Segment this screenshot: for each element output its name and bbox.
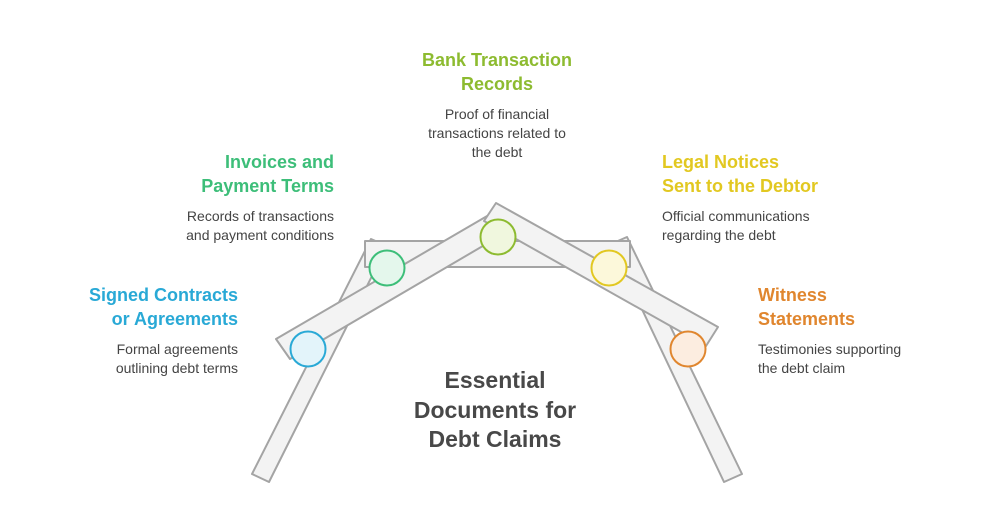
item-heading: Signed Contracts or Agreements <box>88 285 238 329</box>
item-heading: Witness Statements <box>758 285 856 329</box>
item-bank-transaction: Bank Transaction Records Proof of financ… <box>397 48 597 162</box>
item-description: Proof of financial transactions related … <box>428 106 566 160</box>
item-description: Formal agreements outlining debt terms <box>115 341 238 376</box>
item-heading: Invoices and Payment Terms <box>201 152 334 196</box>
node-signed-contracts <box>289 330 327 368</box>
node-witness-statements <box>669 330 707 368</box>
item-description: Records of transactions and payment cond… <box>186 208 334 243</box>
ladder-nodes <box>289 218 707 368</box>
item-witness-statements: Witness Statements Testimonies supportin… <box>758 283 901 378</box>
diagram-title: Essential Documents for Debt Claims <box>413 367 577 452</box>
item-description: Official communications regarding the de… <box>662 208 810 243</box>
item-legal-notices: Legal Notices Sent to the Debtor Officia… <box>662 150 818 245</box>
item-invoices: Invoices and Payment Terms Records of tr… <box>186 150 334 245</box>
node-bank-transaction <box>479 218 517 256</box>
item-heading: Bank Transaction Records <box>421 50 573 94</box>
item-heading: Legal Notices Sent to the Debtor <box>662 152 818 196</box>
node-legal-notices <box>590 249 628 287</box>
item-signed-contracts: Signed Contracts or Agreements Formal ag… <box>89 283 238 378</box>
item-description: Testimonies supporting the debt claim <box>758 341 902 376</box>
node-invoices <box>368 249 406 287</box>
